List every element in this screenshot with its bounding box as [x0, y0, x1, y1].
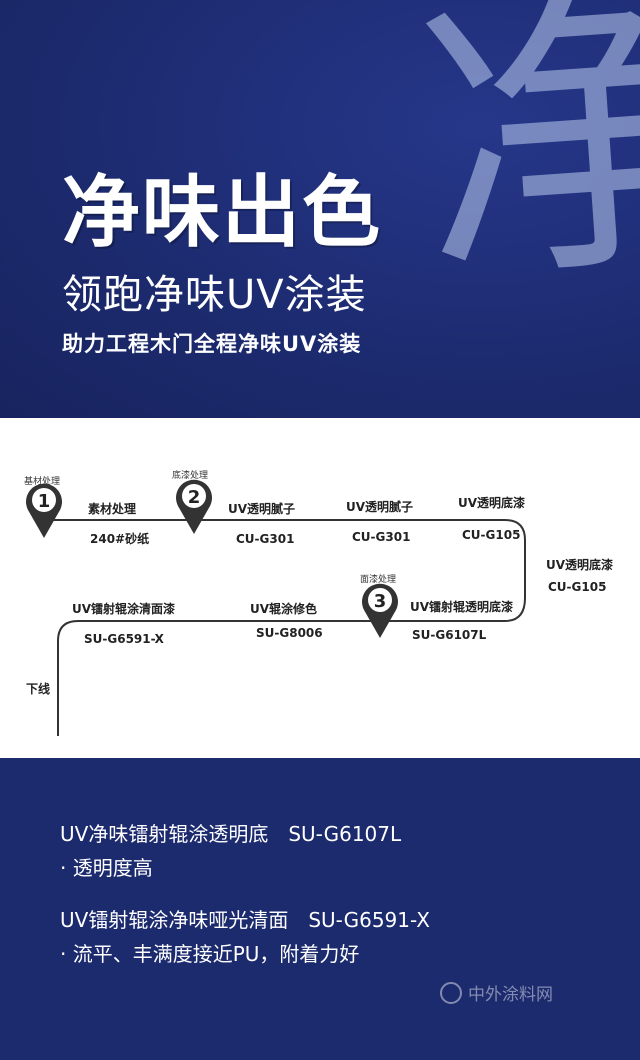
hero-tagline: 助力工程木门全程净味UV涂装: [62, 332, 362, 356]
step-1-name: 素材处理: [88, 502, 137, 516]
step-1-code: 240#砂纸: [90, 532, 150, 546]
marker-3-caption: 面漆处理: [360, 575, 397, 585]
step-8-code: SU-G6591-X: [84, 632, 164, 646]
step-7-code: SU-G8006: [256, 626, 323, 640]
marker-3-icon: [361, 583, 398, 638]
marker-1-number: 1: [38, 491, 51, 512]
brush-calligraphy: 净: [408, 0, 640, 325]
hero-title: 净味出色: [62, 167, 383, 258]
watermark-logo-icon: [440, 981, 462, 1004]
step-5-name: UV透明底漆: [546, 558, 614, 572]
step-4-name: UV透明底漆: [458, 496, 526, 510]
hero-subtitle: 领跑净味UV涂装: [62, 272, 367, 318]
step-3-code: CU-G301: [352, 530, 411, 544]
end-label: 下线: [26, 682, 51, 696]
hero-banner: 净 净味出色 领跑净味UV涂装 助力工程木门全程净味UV涂装: [0, 0, 640, 418]
step-2-name: UV透明腻子: [228, 502, 296, 516]
step-3-name: UV透明腻子: [346, 500, 414, 514]
step-6-code: SU-G6107L: [412, 628, 487, 642]
step-8-name: UV镭射辊涂清面漆: [72, 602, 176, 616]
marker-2-number: 2: [188, 487, 201, 508]
step-6-name: UV镭射辊透明底漆: [410, 600, 514, 614]
process-path: 1 2 3: [25, 479, 526, 736]
product-info: [0, 758, 640, 1060]
product-1-feature: · 透明度高: [60, 856, 153, 880]
step-4-code: CU-G105: [462, 528, 521, 542]
product-1-title: UV净味镭射辊涂透明底 SU-G6107L: [60, 822, 402, 846]
watermark-text: 中外涂料网: [468, 985, 553, 1005]
step-7-name: UV辊涂修色: [250, 602, 318, 616]
watermark: 中外涂料网: [440, 980, 553, 1005]
marker-1-caption: 基材处理: [24, 477, 61, 487]
product-2-feature: · 流平、丰满度接近PU，附着力好: [60, 942, 360, 966]
marker-3-number: 3: [374, 591, 387, 612]
marker-2-caption: 底漆处理: [172, 471, 209, 481]
process-flow: 1 2 3 基材处理 底漆处理 面漆处理 素材处理 240#砂纸 UV透明腻子 …: [0, 418, 640, 758]
marker-2-icon: [176, 479, 212, 534]
product-2-title: UV镭射辊涂净味哑光清面 SU-G6591-X: [60, 908, 430, 932]
step-2-code: CU-G301: [236, 532, 295, 546]
marker-1-icon: [25, 483, 62, 538]
step-5-code: CU-G105: [548, 580, 607, 594]
